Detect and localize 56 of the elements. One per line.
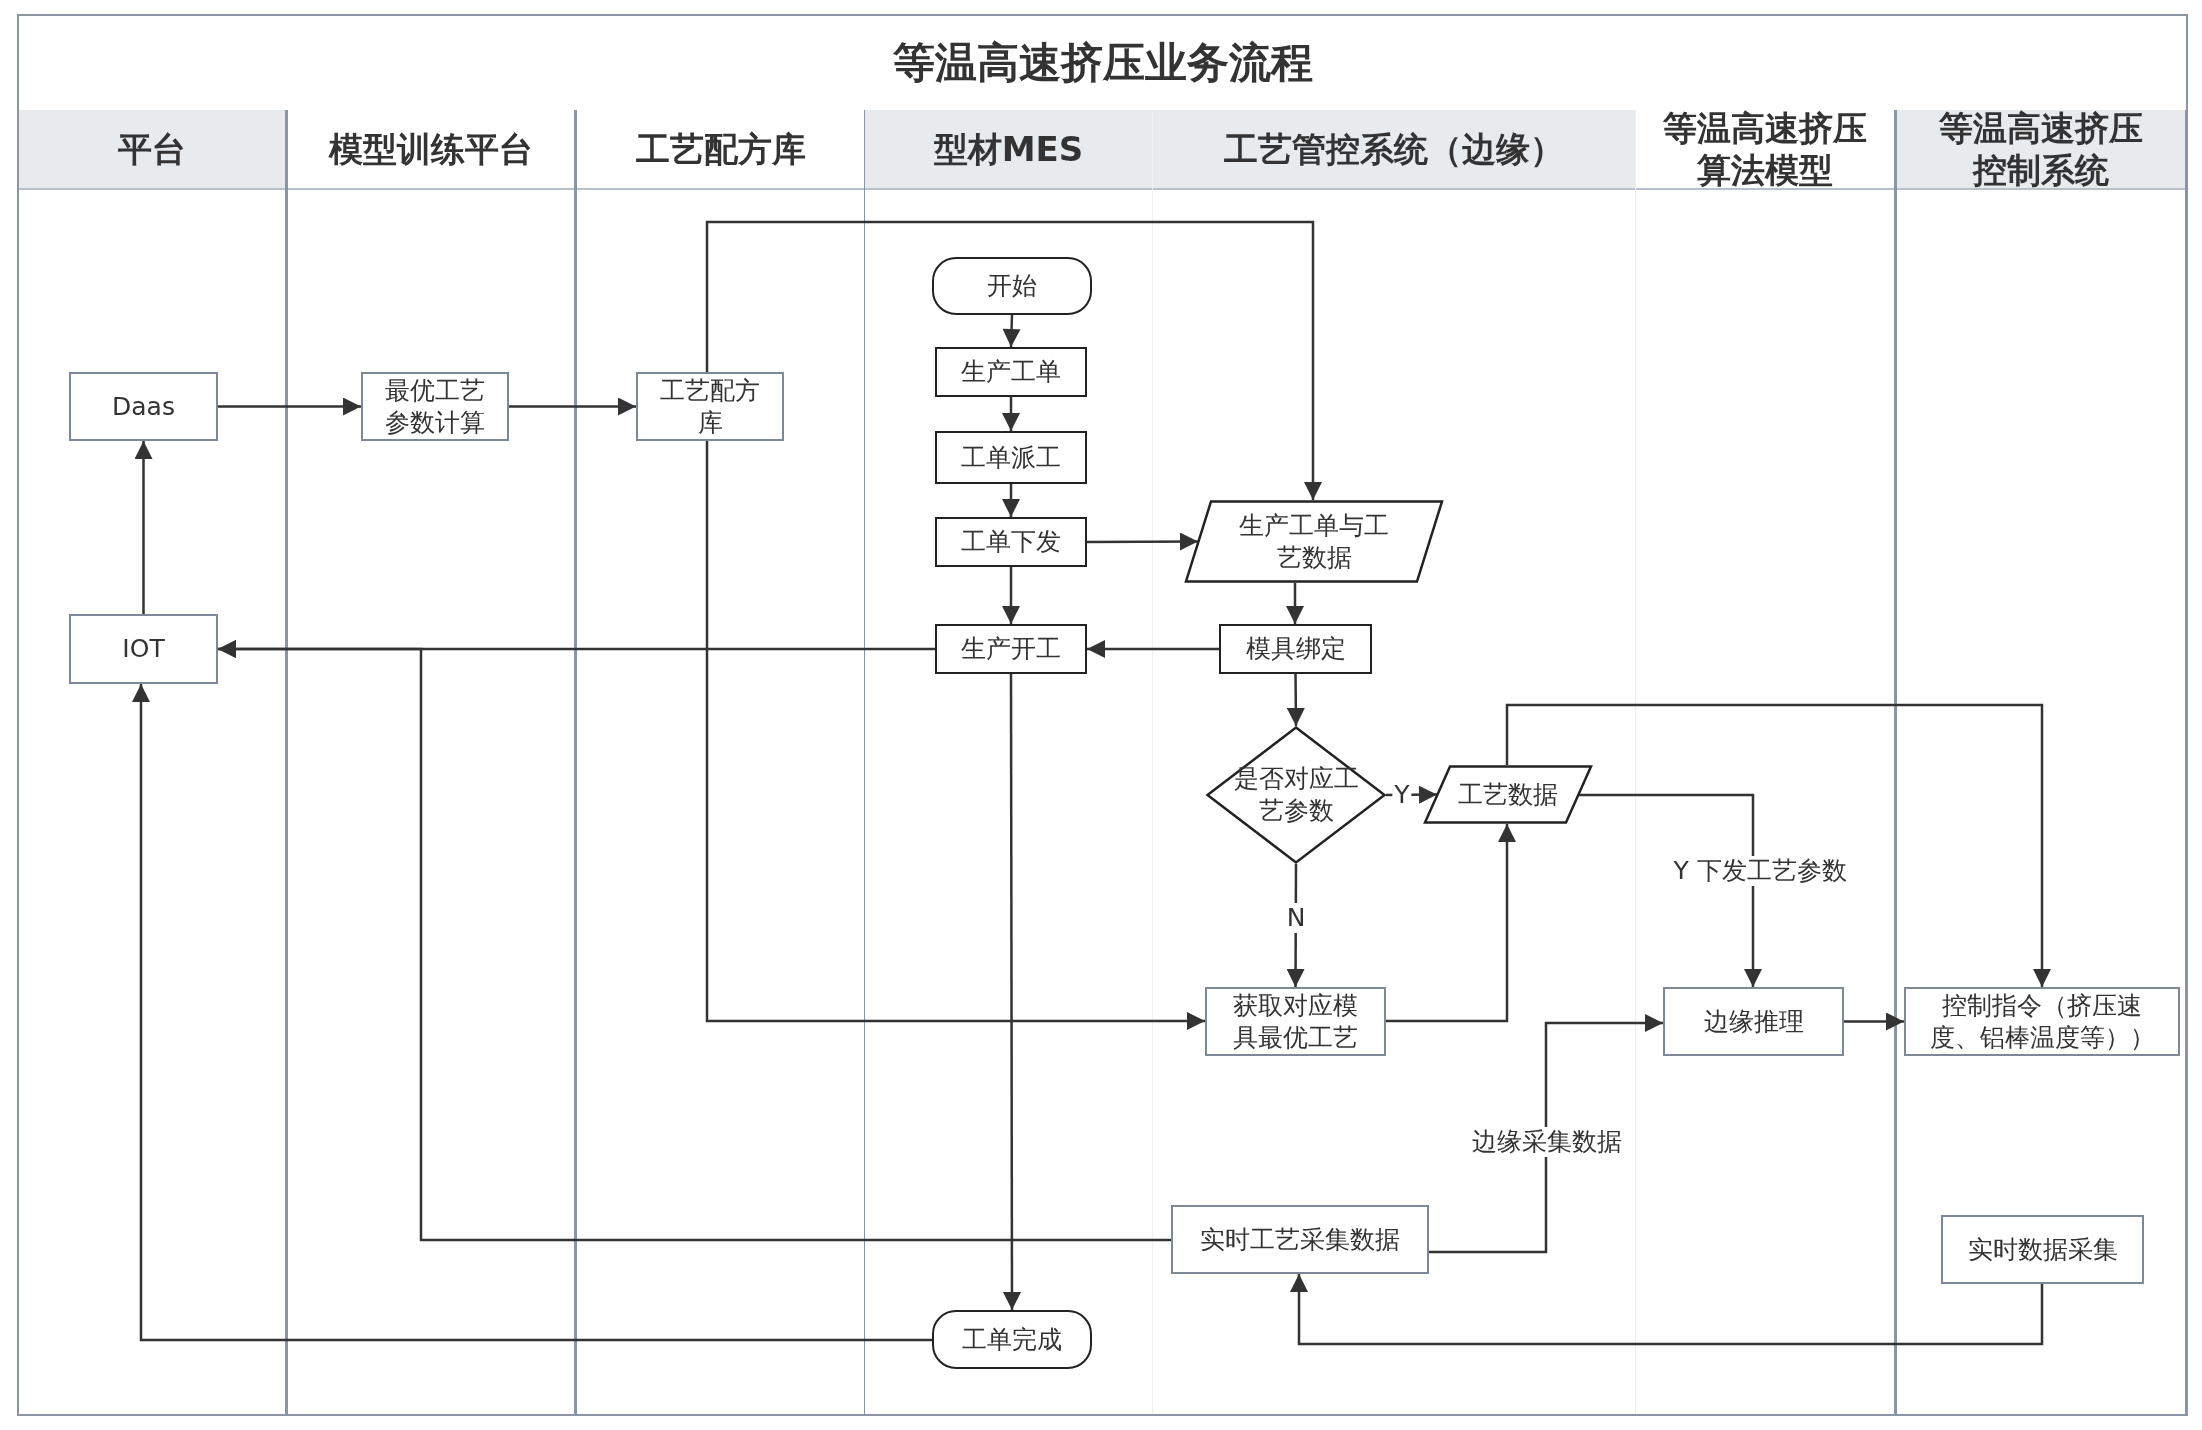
data-parallelogram: 工艺数据	[1424, 765, 1592, 824]
lane-header: 工艺管控系统（边缘）	[1153, 110, 1635, 190]
swimlane	[1897, 110, 2186, 1414]
arrow	[1087, 640, 1219, 658]
decision-diamond: 是否对应工艺参数	[1206, 726, 1386, 864]
arrow	[1087, 532, 1198, 551]
arrow	[1002, 484, 1020, 517]
data-parallelogram: 生产工单与工艺数据	[1185, 500, 1443, 583]
process-box: 获取对应模具最优工艺	[1205, 987, 1386, 1056]
process-box: 生产开工	[935, 624, 1087, 674]
process-box: 最优工艺参数计算	[361, 372, 509, 441]
swimlane	[574, 110, 864, 1414]
swimlane	[1152, 110, 1636, 1414]
lane-header: 等温高速挤压控制系统	[1897, 110, 2185, 190]
arrow	[705, 220, 1322, 500]
arrow	[1505, 703, 2051, 987]
process-box: 工单下发	[935, 517, 1087, 567]
swimlane	[864, 110, 1152, 1414]
process-box: IOT	[69, 614, 218, 684]
arrow	[1286, 674, 1305, 726]
terminal-box: 工单完成	[932, 1310, 1092, 1369]
arrow	[1286, 583, 1304, 624]
process-box: 实时工艺采集数据	[1171, 1205, 1429, 1274]
lane-header: 平台	[19, 110, 285, 190]
process-box: 实时数据采集	[1941, 1215, 2144, 1284]
edge-label: Y 下发工艺参数	[1671, 856, 1849, 886]
arrow	[1844, 1012, 1904, 1031]
terminal-box: 开始	[932, 257, 1092, 315]
lane-header: 型材MES	[865, 110, 1152, 190]
process-box: 边缘推理	[1663, 987, 1844, 1056]
arrow	[1286, 864, 1305, 987]
process-box: 工单派工	[935, 431, 1087, 484]
edge-label: 边缘采集数据	[1470, 1127, 1624, 1157]
arrow	[1429, 1014, 1663, 1254]
arrow	[1002, 314, 1021, 348]
process-box: 生产工单	[935, 347, 1087, 397]
swimlane	[285, 110, 574, 1414]
process-box: Daas	[69, 372, 218, 441]
lane-header: 等温高速挤压算法模型	[1636, 110, 1894, 190]
arrow	[1386, 785, 1437, 804]
arrow	[705, 441, 1205, 1030]
arrow	[134, 441, 153, 614]
arrow	[1579, 793, 1762, 987]
arrow	[218, 397, 361, 416]
arrow	[1002, 397, 1020, 431]
arrow	[1002, 567, 1020, 624]
arrow	[132, 684, 932, 1342]
process-box: 工艺配方库	[636, 372, 784, 441]
arrow	[1290, 1274, 2044, 1346]
arrow	[1002, 674, 1021, 1310]
process-box: 控制指令（挤压速度、铝棒温度等））	[1904, 987, 2180, 1056]
arrow	[218, 640, 1171, 1242]
process-box: 模具绑定	[1219, 624, 1372, 674]
arrow	[1386, 824, 1516, 1023]
diagram-title: 等温高速挤压业务流程	[891, 37, 1314, 89]
arrow	[509, 397, 636, 416]
